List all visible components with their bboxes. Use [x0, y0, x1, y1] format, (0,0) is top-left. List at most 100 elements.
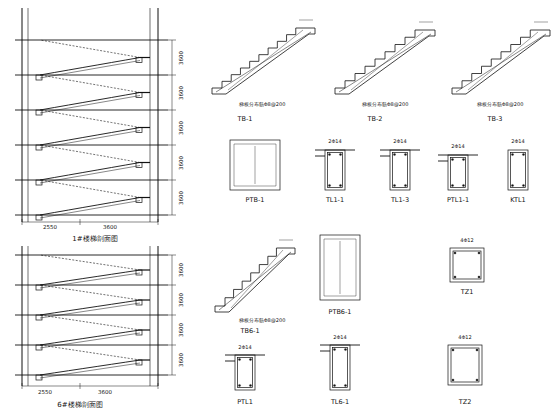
- rebar-line: [324, 239, 356, 240]
- rebar-line: [339, 34, 431, 92]
- dimension: 3600: [179, 50, 185, 66]
- beam-section: [448, 155, 468, 190]
- floor-line: [15, 255, 168, 256]
- rebar-line: [276, 144, 277, 186]
- rebar-line: [468, 32, 538, 90]
- flight-soffit: [40, 303, 140, 318]
- rebar-dot: [451, 158, 453, 160]
- floor-beam: [36, 215, 42, 220]
- detail-title: PTL1: [236, 399, 254, 406]
- flight-soffit: [40, 273, 140, 288]
- dimension-tick: [22, 383, 23, 389]
- stair-steps: [212, 28, 315, 88]
- slab-end: [452, 88, 453, 94]
- detail-title: TB-1: [237, 116, 254, 123]
- dimension-line: [172, 40, 173, 215]
- stair-flight: [40, 255, 140, 270]
- rebar-line: [234, 144, 276, 145]
- stirrup: [451, 348, 479, 382]
- landing-beam: [136, 128, 142, 133]
- slab-end: [335, 88, 336, 94]
- rebar-dot: [328, 184, 330, 186]
- slab-end: [435, 30, 436, 36]
- dimension-line: [22, 386, 158, 387]
- flight-soffit: [40, 363, 140, 378]
- slab-bottom: [349, 36, 429, 94]
- rebar-dot: [404, 184, 406, 186]
- detail-title: PTB6-1: [328, 309, 353, 316]
- dimension-tick: [158, 383, 159, 389]
- rebar-dot: [344, 384, 346, 386]
- rebar-dot: [452, 349, 454, 351]
- rebar-dot: [452, 379, 454, 381]
- flight-soffit: [40, 166, 140, 184]
- rebar-note: 2Φ14: [327, 139, 342, 144]
- column-section: [450, 248, 484, 282]
- floor-beam: [36, 180, 42, 185]
- rebar-dot: [344, 348, 346, 350]
- rebar-note: 梯板分布筋Φ8@200: [361, 102, 410, 107]
- stair-flight: [40, 285, 140, 300]
- dimension-tick: [158, 219, 159, 225]
- detail-title: TB-2: [367, 116, 384, 123]
- floor-line: [15, 40, 168, 41]
- rebar-line: [324, 296, 356, 297]
- dimension-line: [299, 20, 313, 21]
- dimension: 3600: [179, 190, 185, 206]
- rebar-note: 2Φ14: [392, 139, 407, 144]
- flight-soffit: [40, 96, 140, 114]
- slab-line: [320, 351, 330, 352]
- floor-beam: [36, 145, 42, 150]
- floor-beam: [36, 75, 42, 80]
- slab-plan: [320, 235, 360, 300]
- slab-line: [225, 361, 235, 362]
- slab-line: [380, 156, 390, 157]
- detail-title: TZ1: [460, 289, 475, 296]
- stair-steps: [452, 30, 550, 88]
- slab-end: [295, 248, 296, 254]
- rebar-dot: [238, 358, 240, 360]
- stair-flight: [40, 75, 140, 93]
- dimension: 3600: [179, 262, 185, 278]
- beam-section: [390, 150, 410, 190]
- stair-flight: [40, 163, 140, 181]
- wall-line: [28, 246, 29, 386]
- rebar-dot: [522, 184, 524, 186]
- wall-line: [22, 246, 23, 386]
- rebar-dot: [404, 153, 406, 155]
- landing-beam: [136, 93, 142, 98]
- stirrup: [511, 153, 526, 188]
- rebar-dot: [511, 184, 513, 186]
- rebar-dot: [476, 379, 478, 381]
- rebar-dot: [249, 384, 251, 386]
- stair-flight: [40, 58, 140, 76]
- rebar-dot: [478, 276, 480, 278]
- detail-title: TL6-1: [330, 399, 350, 406]
- rebar-line: [228, 30, 303, 90]
- flight-soffit: [40, 61, 140, 79]
- rebar-dot: [393, 184, 395, 186]
- wall-line: [150, 246, 151, 386]
- stair-steps: [215, 248, 295, 306]
- stair-flight: [40, 360, 140, 375]
- landing-beam: [136, 270, 142, 275]
- rebar-dot: [511, 153, 513, 155]
- detail-title: TB6-1: [239, 328, 260, 335]
- dimension: 3600: [179, 85, 185, 101]
- stair-flight: [40, 180, 140, 198]
- rebar-note: 4Φ12: [459, 238, 474, 243]
- beam-section: [330, 345, 350, 390]
- stair-flight: [40, 93, 140, 111]
- dimension-tick: [80, 383, 81, 389]
- stair-flight: [40, 40, 140, 58]
- rebar-note: 梯板分布筋Φ8@200: [238, 102, 287, 107]
- landing-beam: [136, 300, 142, 305]
- rebar-note: 2Φ14: [450, 144, 465, 149]
- rebar-line: [340, 241, 341, 294]
- dimension: 3600: [102, 225, 118, 231]
- slab-bottom: [335, 94, 349, 95]
- rebar-dot: [451, 184, 453, 186]
- stair-flight: [40, 270, 140, 285]
- stair-flight: [40, 300, 140, 315]
